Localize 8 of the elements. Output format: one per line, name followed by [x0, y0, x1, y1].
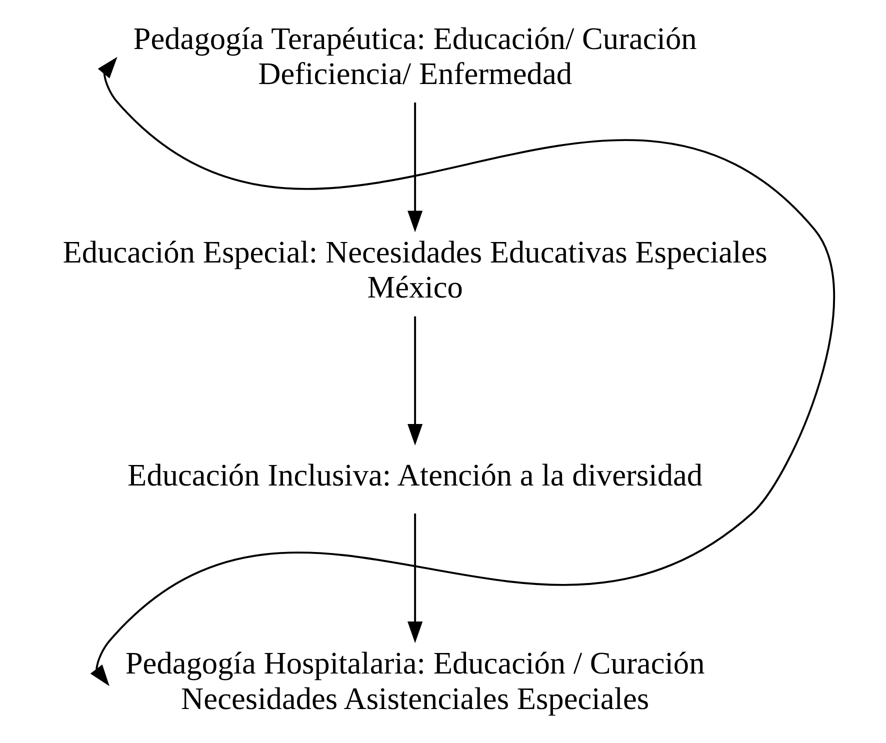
arrow	[408, 316, 423, 446]
node-text: Educación Inclusiva: Atención a la diversidad	[128, 458, 703, 493]
arrow	[408, 102, 423, 232]
node-text: Educación Especial: Necesidades Educativas Especiales México	[62, 234, 768, 305]
arrow	[90, 56, 836, 686]
node-text: Pedagogía Terapéutica: Educación/ Curación Deficiencia/ Enfermedad	[133, 20, 697, 92]
arrow	[408, 513, 423, 644]
node-text: Pedagogía Hospitalaria: Educación / Curación Necesidades Asistenciales Especiales	[125, 646, 705, 716]
